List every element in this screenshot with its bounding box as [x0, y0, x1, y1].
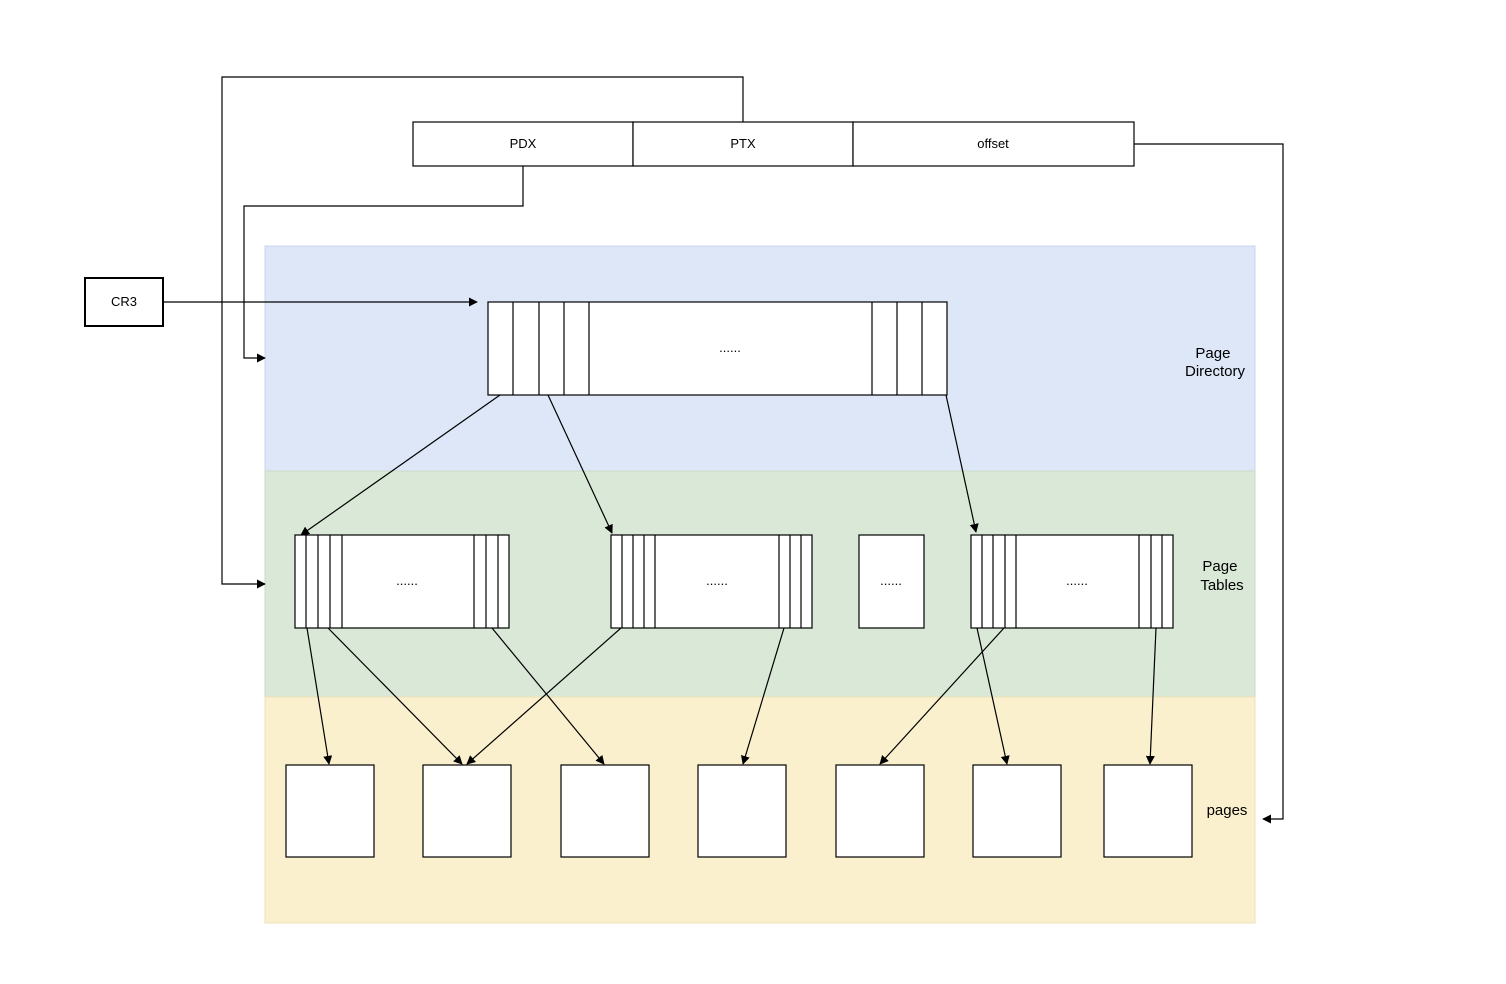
page-table-2-ellipsis: ......	[706, 573, 728, 588]
page-box	[560, 764, 650, 858]
page-tables-label: Page Tables	[1200, 558, 1243, 594]
address-field-ptx	[632, 121, 854, 167]
pte-arrow	[327, 627, 463, 765]
page-table-1-ellipsis: ......	[396, 573, 418, 588]
pte-arrow	[1145, 627, 1157, 765]
page-table-3: ......	[858, 534, 925, 629]
address-field-offset	[852, 121, 1135, 167]
pde-arrow	[547, 394, 613, 534]
pte-arrow	[466, 627, 622, 765]
page-table-4: ......	[970, 534, 1174, 629]
offset-connector	[1134, 143, 1284, 824]
page-box	[422, 764, 512, 858]
page-box	[972, 764, 1062, 858]
offset-label: offset	[977, 136, 1009, 151]
ptx-label: PTX	[730, 136, 756, 151]
page-table-2: ......	[610, 534, 813, 629]
page-directory-label: Page Directory	[1185, 345, 1246, 380]
page-box	[697, 764, 787, 858]
page-box	[285, 764, 375, 858]
pde-arrow	[300, 394, 501, 536]
pdx-label: PDX	[510, 136, 537, 151]
ptx-connector	[221, 76, 744, 589]
pte-arrow	[491, 627, 605, 765]
page-box	[835, 764, 925, 858]
page-table-4-ellipsis: ......	[1066, 573, 1088, 588]
page-table-1: ......	[294, 534, 510, 629]
page-box	[1103, 764, 1193, 858]
page-table-3-ellipsis: ......	[880, 573, 902, 588]
pte-arrow	[741, 627, 785, 765]
cr3-label: CR3	[111, 294, 137, 309]
pages-label: pages	[1207, 802, 1248, 819]
pdx-connector	[243, 166, 524, 363]
page-directory-ellipsis: ......	[719, 340, 741, 355]
pte-arrow	[976, 627, 1010, 765]
page-directory-table: ......	[487, 301, 948, 396]
pde-arrow	[945, 394, 979, 533]
cr3-register	[84, 277, 164, 327]
linear-address: PDX PTX offset	[412, 121, 1135, 167]
pte-arrow	[306, 627, 333, 765]
pages-row	[285, 764, 1193, 858]
pte-arrow	[879, 627, 1005, 765]
